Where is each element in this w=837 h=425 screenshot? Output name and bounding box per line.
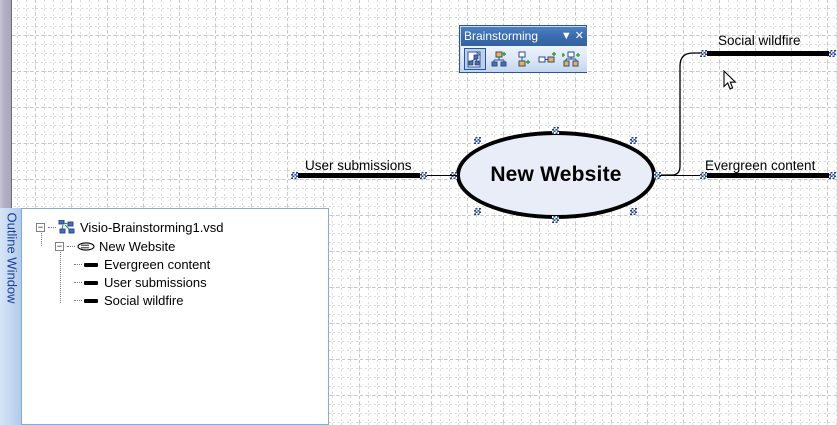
connector-leader-line bbox=[660, 175, 704, 176]
shape-label: New Website bbox=[490, 163, 622, 186]
outline-tree[interactable]: − Visio-Brainstorming1.vsd − bbox=[22, 208, 329, 425]
connector-line-icon bbox=[84, 260, 99, 270]
tree-row-topic[interactable]: − New Website bbox=[55, 238, 175, 255]
arrange-topics-button[interactable] bbox=[560, 48, 582, 70]
add-peer-topic-button[interactable] bbox=[536, 48, 558, 70]
expander-topic[interactable]: − bbox=[55, 241, 64, 251]
connector-bar[interactable] bbox=[703, 51, 833, 56]
tree-label-document: Visio-Brainstorming1.vsd bbox=[80, 220, 224, 235]
vertical-scrollbar-strip[interactable] bbox=[0, 0, 12, 208]
chevron-down-icon[interactable]: ▼ bbox=[560, 30, 572, 42]
selection-handle-nw[interactable] bbox=[474, 137, 481, 144]
selection-handle-e[interactable] bbox=[654, 172, 661, 179]
expander-document[interactable]: − bbox=[36, 222, 45, 232]
tree-row-child[interactable]: Evergreen content bbox=[74, 256, 210, 273]
outline-window-title: Outline Window bbox=[4, 212, 20, 304]
tree-row-document[interactable]: − Visio-Brainstorming1.vsd bbox=[36, 219, 224, 236]
selection-handle-s[interactable] bbox=[552, 216, 559, 223]
toolbar-title-text: Brainstorming bbox=[464, 29, 539, 43]
tree-connector-line bbox=[74, 264, 82, 265]
add-multiple-topics-icon bbox=[491, 51, 506, 66]
tree-label-child: Evergreen content bbox=[104, 257, 211, 272]
add-subtopic-icon bbox=[518, 51, 530, 66]
shape-new-website[interactable]: New Website bbox=[450, 127, 661, 223]
diagram-icon bbox=[58, 220, 75, 234]
tree-label-child: User submissions bbox=[104, 275, 207, 290]
connector-endpoint-start[interactable] bbox=[291, 172, 298, 179]
connector-endpoint-start[interactable] bbox=[700, 172, 707, 179]
tree-connector-line bbox=[74, 282, 82, 283]
ellipse-body[interactable]: New Website bbox=[456, 131, 656, 219]
tree-guide-1 bbox=[41, 229, 42, 246]
tree-connector-line bbox=[74, 300, 82, 301]
add-subtopic-button[interactable] bbox=[512, 48, 534, 70]
brainstorming-toolbar[interactable]: Brainstorming ▼ ✕ bbox=[459, 25, 587, 73]
tree-connector-line bbox=[67, 246, 75, 247]
connector-bar[interactable] bbox=[294, 173, 424, 178]
toolbar-button-row bbox=[461, 46, 587, 72]
close-icon[interactable]: ✕ bbox=[574, 30, 584, 42]
connector-line-icon bbox=[84, 278, 99, 288]
connector-label: Evergreen content bbox=[705, 158, 816, 173]
selection-handle-se[interactable] bbox=[630, 208, 637, 215]
tree-row-child[interactable]: User submissions bbox=[74, 274, 207, 291]
outline-window-panel: Outline Window ✕ − bbox=[0, 208, 329, 425]
connector-leader-line bbox=[424, 175, 458, 176]
arrange-topics-icon bbox=[561, 51, 580, 66]
connector-bar[interactable] bbox=[703, 173, 833, 178]
outline-window-button[interactable] bbox=[464, 48, 486, 70]
add-peer-topic-icon bbox=[538, 51, 556, 62]
connector-endpoint-end[interactable] bbox=[829, 172, 836, 179]
tree-label-topic: New Website bbox=[99, 239, 176, 254]
connector-endpoint-start[interactable] bbox=[700, 50, 707, 57]
toolbar-title-bar[interactable]: Brainstorming ▼ ✕ bbox=[461, 27, 587, 46]
arrow-cursor bbox=[723, 70, 737, 90]
selection-handle-ne[interactable] bbox=[630, 137, 637, 144]
outline-window-caption-bar[interactable]: Outline Window ✕ bbox=[0, 208, 22, 425]
ellipse-shape-icon bbox=[77, 242, 95, 251]
connector-label: Social wildfire bbox=[718, 33, 801, 48]
connector-line-icon bbox=[84, 296, 99, 306]
add-multiple-topics-button[interactable] bbox=[488, 48, 510, 70]
selection-handle-n[interactable] bbox=[552, 127, 559, 134]
tree-row-child[interactable]: Social wildfire bbox=[74, 292, 183, 309]
connector-endpoint-end[interactable] bbox=[420, 172, 427, 179]
selection-handle-sw[interactable] bbox=[474, 208, 481, 215]
connector-label: User submissions bbox=[305, 158, 412, 173]
tree-label-child: Social wildfire bbox=[104, 293, 184, 308]
tree-guide-2 bbox=[60, 247, 61, 303]
outline-window-icon bbox=[467, 50, 481, 67]
tree-connector-line bbox=[48, 227, 56, 228]
connector-endpoint-end[interactable] bbox=[829, 50, 836, 57]
